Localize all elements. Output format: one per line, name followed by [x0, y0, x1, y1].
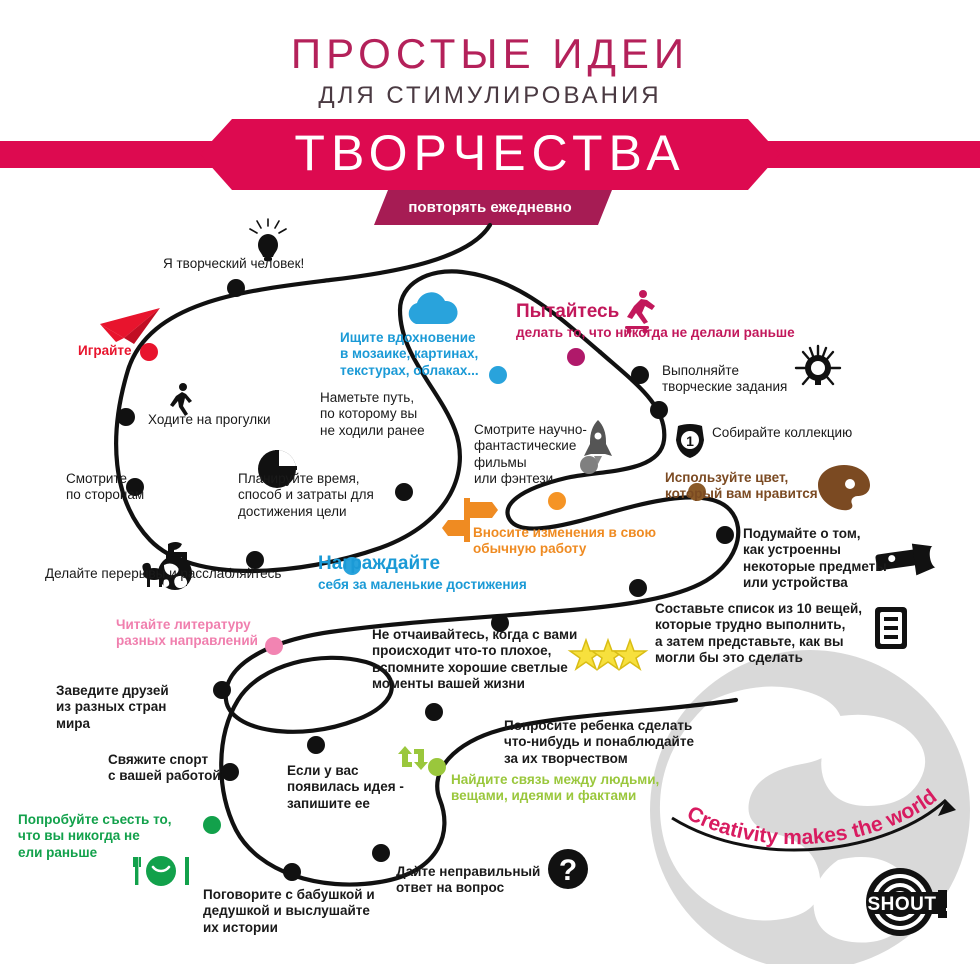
dot-wrong-answer [372, 844, 390, 862]
coin-icon: 1 [676, 424, 704, 458]
dot-how-things-work [716, 526, 734, 544]
idea-bulb-icon [794, 344, 842, 386]
lightbulb-icon [249, 218, 287, 261]
shout-logo: SHOUT [866, 868, 947, 936]
creativity-arc [671, 798, 956, 852]
tip-find-connections-label: Найдите связь между людьми, вещами, идея… [451, 772, 660, 804]
dot-new-route [650, 401, 668, 419]
tip-creative-person-label: Я творческий человек! [163, 256, 305, 271]
tip-plan-time-label: Планируйте время, способ и затраты для д… [238, 471, 374, 519]
dot-grandparents [283, 863, 301, 881]
tip-creative-tasks-label: Выполняйте творческие задания [662, 363, 788, 395]
cloud-icon [408, 292, 458, 324]
tip-how-things-work-label: Подумайте о том, как устроенны некоторые… [743, 526, 887, 591]
dot-try-new-food [203, 816, 221, 834]
dot-sport-work [221, 763, 239, 781]
question-mark-icon: ? [548, 849, 588, 889]
paper-plane-icon [100, 308, 160, 344]
tip-walks-label: Ходите на прогулки [148, 412, 271, 427]
tip-dont-despair-label: Не отчаивайтесь, когда с вами происходит… [372, 627, 578, 692]
dot-ask-child [425, 703, 443, 721]
palette-icon [818, 465, 870, 511]
svg-text:SHOUT: SHOUT [868, 894, 937, 915]
tip-change-routine-label: Вносите изменения в свою обычную работу [473, 525, 657, 557]
tip-look-around-label: Смотрите по сторонам [66, 471, 145, 503]
tip-grandparents-label: Поговорите с бабушкой и дедушкой и выслу… [203, 887, 375, 935]
tip-scifi-label: Смотрите научно- фантастические фильмы и… [474, 422, 587, 487]
dot-friends-worldwide [213, 681, 231, 699]
dot-creative-tasks [631, 366, 649, 384]
svg-text:?: ? [559, 854, 577, 887]
tip-wrong-answer-label: Дайте неправильный ответ на вопрос [396, 864, 541, 896]
tip-try-new-food-label: Попробуйте съесть то, что вы никогда не … [18, 812, 172, 860]
tip-try-new-label: делать то, что никогда не делали раньше [516, 325, 795, 340]
tip-try-new-title: Пытайтесь [516, 301, 620, 322]
dot-play [140, 343, 158, 361]
tip-sport-work-label: Свяжите спорт с вашей работой [108, 752, 221, 784]
tip-list-of-10-label: Составьте список из 10 вещей, которые тр… [655, 601, 863, 666]
dot-read-literature [265, 637, 283, 655]
tip-reward-label: себя за маленькие достижения [318, 577, 527, 592]
dot-try-new [567, 348, 585, 366]
dot-change-routine [548, 492, 566, 510]
dot-walks [117, 408, 135, 426]
tip-friends-worldwide-label: Заведите друзей из разных стран мира [56, 683, 169, 731]
rocket-icon [584, 420, 612, 464]
tip-breaks-label: Делайте перерывы и расслабляйтесь [45, 566, 282, 581]
tip-reward-title: Награждайте [318, 553, 441, 574]
poster-title-line3: ТВОРЧЕСТВА [294, 125, 686, 181]
dot-plan [395, 483, 413, 501]
tip-use-color-label: Используйте цвет, который вам нравится [665, 470, 818, 502]
dot-list-of-10 [629, 579, 647, 597]
tip-inspiration-label: Ищите вдохновение в мозаике, картинах, т… [340, 330, 479, 378]
globe-watermark [650, 650, 970, 964]
tip-play-label: Играйте [78, 343, 132, 358]
poster-title-line1: ПРОСТЫЕ ИДЕИ [290, 30, 690, 77]
list-icon [875, 607, 907, 649]
tip-new-route-label: Наметьте путь, по которому вы не ходили … [320, 390, 425, 438]
tip-ask-child-label: Попросите ребенка сделать что-нибудь и п… [504, 718, 694, 766]
stars-icon [567, 637, 649, 671]
poster-repeat-tab: повторять ежедневно [408, 199, 572, 216]
poster-title-line2: ДЛЯ СТИМУЛИРОВАНИЯ [318, 82, 662, 109]
svg-text:1: 1 [686, 433, 694, 449]
dot-find-connections [428, 758, 446, 776]
dot-creative-person [227, 279, 245, 297]
tip-collection-label: Собирайте коллекцию [712, 425, 853, 440]
tip-read-literature-label: Читайте литературу разных направлений [116, 617, 258, 649]
dot-write-idea [307, 736, 325, 754]
tip-write-idea-label: Если у вас появилась идея - запишите ее [287, 763, 404, 811]
dot-inspiration [489, 366, 507, 384]
